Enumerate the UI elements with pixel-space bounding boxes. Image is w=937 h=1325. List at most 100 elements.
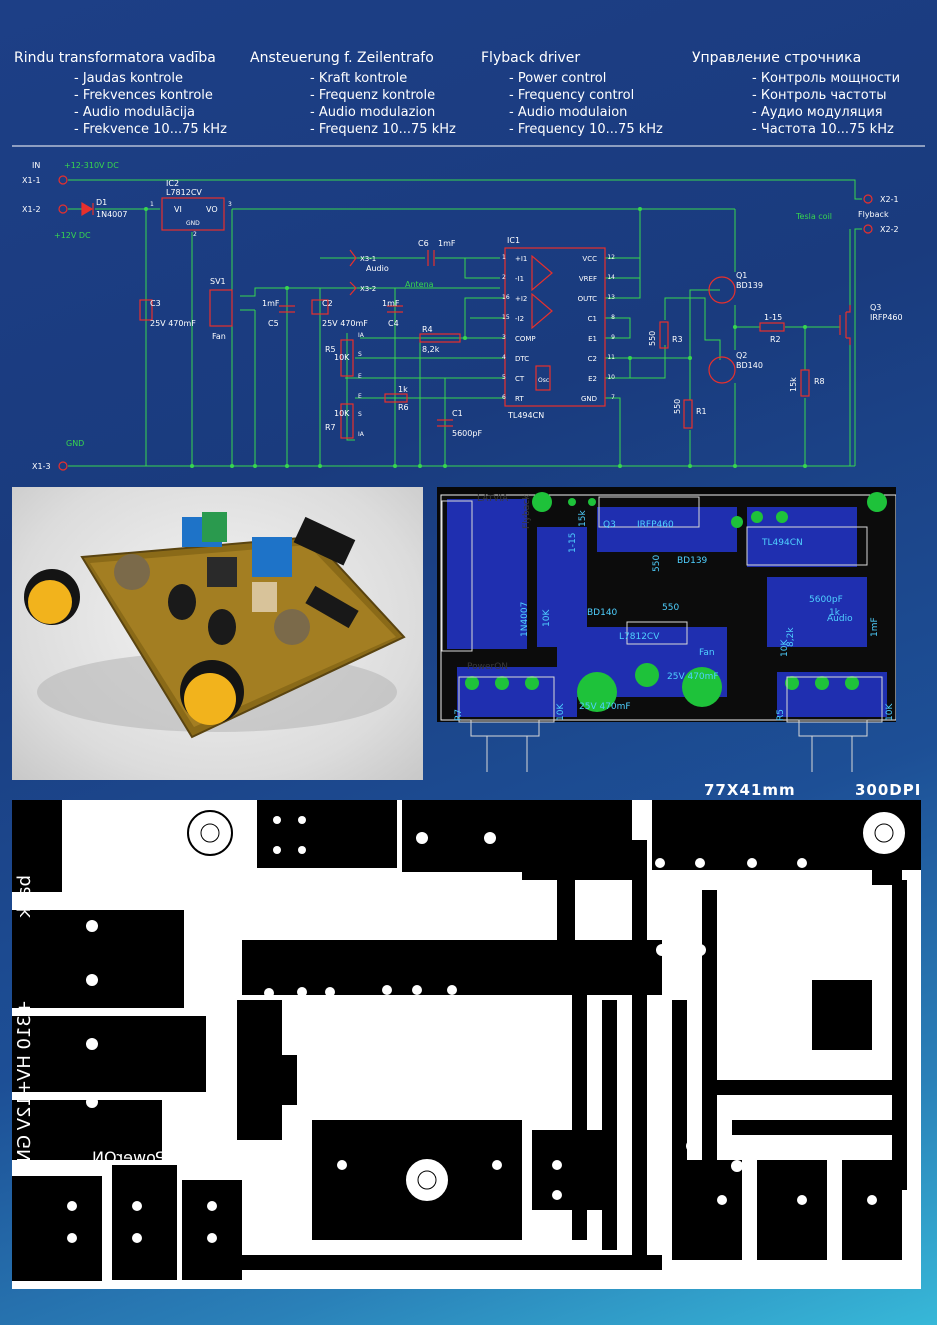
ic1-pin-number: 1 (502, 254, 506, 261)
label-r7-s: S (358, 411, 362, 418)
cap-c3 (139, 299, 153, 321)
ic1-pin-label: CT (515, 375, 525, 383)
label-r2: R2 (770, 335, 781, 344)
resistor-r3 (659, 321, 669, 349)
label-audio: Audio (366, 264, 389, 273)
ic1-pin-number: 10 (607, 374, 615, 381)
pcb-ic1: TL494CN (761, 538, 803, 548)
board-photo (12, 487, 423, 780)
label-x32: X3-2 (360, 285, 376, 293)
wires (68, 179, 862, 467)
col-title: Управление строчника (692, 50, 862, 66)
ic1-pin-label: +I2 (515, 295, 527, 303)
transistor-q2 (708, 356, 736, 384)
ic1-pin-label: +I1 (515, 255, 527, 263)
artwork-holes (67, 810, 907, 1243)
label-x31: X3-1 (360, 255, 376, 263)
ic1-pin-number: 8 (611, 314, 615, 321)
ic1-pin-number: 6 (502, 394, 506, 401)
label-c4: C4 (388, 319, 399, 328)
terminal-x12 (58, 204, 68, 214)
pin-1: 1 (150, 201, 154, 208)
resistor-r2 (759, 322, 785, 332)
label-r7v: 10K (334, 409, 350, 418)
label-c5v: 1mF (262, 299, 280, 308)
pcb-bd139: BD139 (677, 556, 708, 566)
header-col-ru: Управление строчника - Контроль мощности… (692, 50, 900, 138)
cap-c2 (311, 299, 329, 315)
label-sv1: SV1 (210, 277, 226, 286)
col-item: - Контроль частоты (752, 88, 887, 103)
ic1-pin-number: 14 (607, 274, 615, 281)
resistor-r6 (384, 393, 408, 403)
label-r7-e: E (358, 393, 362, 400)
pcb-r5: R5 (776, 709, 786, 721)
ic1-pin-number: 9 (611, 334, 615, 341)
ic1-pin-label: E1 (588, 335, 597, 343)
terminal-x11 (58, 175, 68, 185)
ic1-pin-number: 11 (607, 354, 615, 361)
label-ic1v: TL494CN (507, 411, 544, 420)
label-vin: +12-310V DC (64, 161, 119, 170)
label-flyback: Flyback (858, 210, 889, 219)
wire-junctions (144, 207, 807, 468)
pcb-10k-a: 10K (556, 703, 566, 721)
col-item: - Контроль мощности (752, 71, 901, 86)
label-vi: VI (174, 205, 182, 214)
pcb-r4: 8,2k (786, 627, 796, 647)
label-x12: X1-2 (22, 205, 41, 214)
pcb-drawing: LATVIA Flyback PowerON Q3 IRFP460 TL494C… (437, 487, 897, 772)
pcb-c3: 25V 470mF (579, 702, 631, 712)
label-x21: X2-1 (880, 195, 899, 204)
pcb-15k: 15k (578, 510, 588, 527)
resolution-label: 300DPI (855, 781, 922, 799)
pcb-1k: 1k (829, 608, 841, 618)
label-q3: Q3 (870, 303, 881, 312)
label-c3: C3 (150, 299, 161, 308)
col-item: - Frequenz 10...75 kHz (310, 122, 456, 137)
label-r1v: 550 (673, 399, 682, 414)
label-tesla: Tesla coil (795, 212, 832, 221)
artwork-back: back (14, 875, 35, 918)
ic1-pin-label: VREF (579, 275, 597, 283)
label-q2: Q2 (736, 351, 747, 360)
ic1-pin-label: DTC (515, 355, 529, 363)
pcb-silkscreen (441, 496, 883, 772)
pin-3: 3 (228, 201, 232, 208)
label-c6v: 1mF (438, 239, 456, 248)
label-c3v: 25V 470mF (150, 319, 196, 328)
col-title: Flyback driver (481, 50, 581, 66)
label-in: IN (32, 161, 40, 170)
col-item: - Audio modulaion (509, 105, 628, 120)
label-gnd: GND (66, 439, 84, 448)
col-title: Ansteuerung f. Zeilentrafo (250, 50, 434, 66)
artwork-poweron: PowerON (92, 1148, 165, 1167)
label-ic2v: L7812CV (166, 188, 202, 197)
ic1-pin-number: 4 (502, 354, 506, 361)
col-item: - Frequenz kontrole (310, 88, 436, 103)
label-r1: R1 (696, 407, 707, 416)
label-x22: X2-2 (880, 225, 899, 234)
col-item: - Power control (509, 71, 607, 86)
pcb-c2: 25V 470mF (667, 672, 719, 682)
ic1-pin-number: 5 (502, 374, 506, 381)
ic1-pin-label: RT (515, 395, 524, 403)
error-amp-1 (531, 254, 553, 292)
ic1-pin-number: 3 (502, 334, 506, 341)
label-r5-e: E (358, 373, 362, 380)
col-item: - Аудио модуляция (752, 105, 883, 120)
ic1-pin-label: COMP (515, 335, 536, 343)
pcb-r1: 550 (652, 555, 662, 572)
col-item: - Frequency control (509, 88, 635, 103)
col-item: - Kraft kontrole (310, 71, 408, 86)
pin-2: 2 (193, 231, 197, 238)
pcb-flyback: Flyback (522, 494, 532, 529)
label-vo: VO (206, 205, 218, 214)
col-item: - Frekvences kontrole (74, 88, 213, 103)
pcb-irfp: IRFP460 (637, 520, 674, 530)
ic1-pin-number: 7 (611, 394, 615, 401)
label-q1: Q1 (736, 271, 747, 280)
diode-d1 (81, 201, 94, 217)
